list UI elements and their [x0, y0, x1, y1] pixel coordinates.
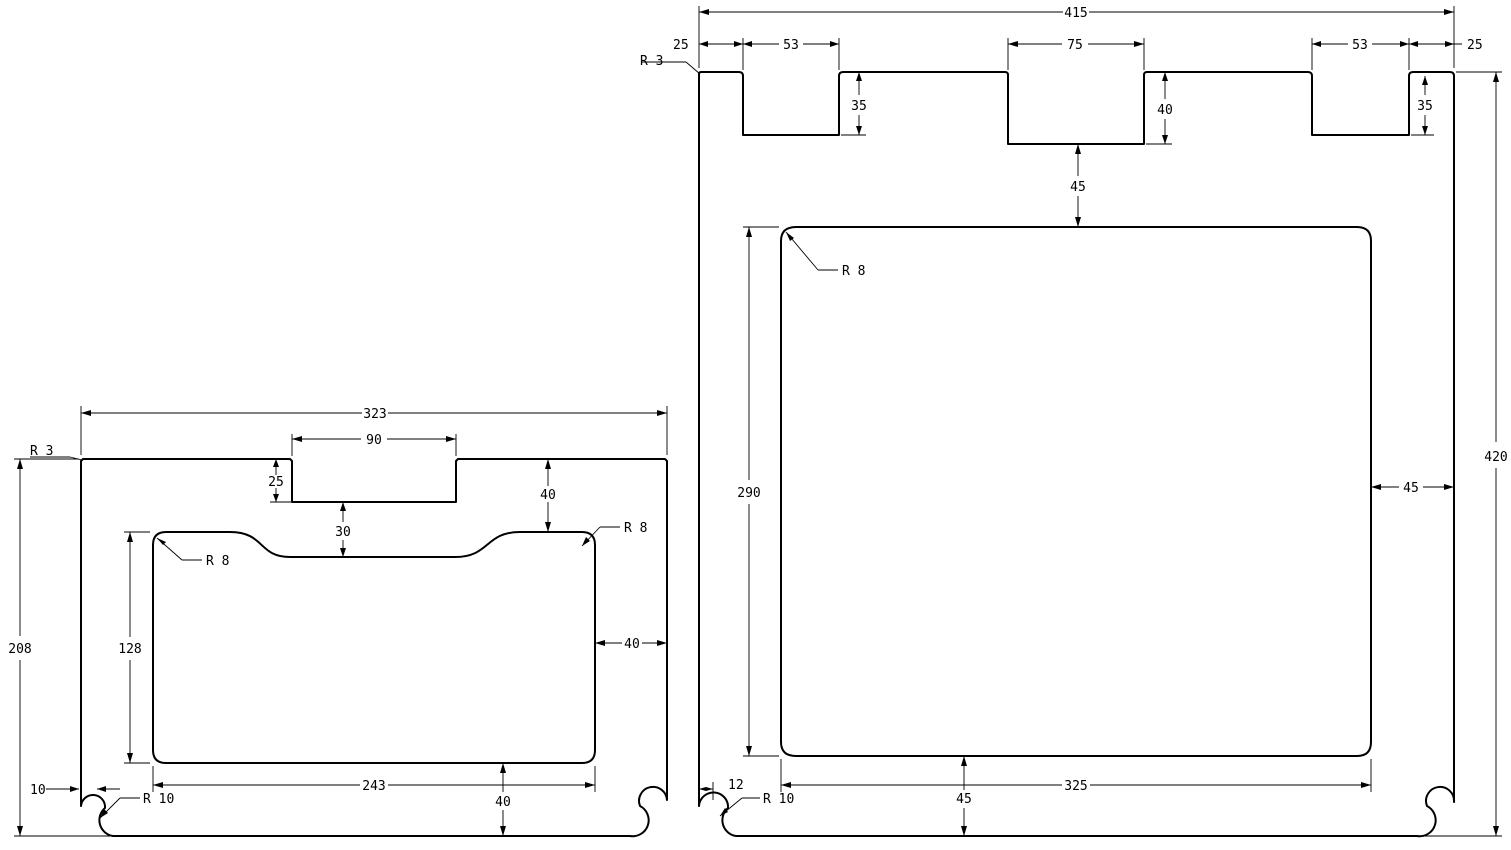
left-overall-width: 323 [363, 407, 386, 422]
right-part-outline [698, 71, 1456, 838]
left-bottom-margin: 40 [495, 795, 511, 810]
left-top-margin: 40 [540, 488, 556, 503]
left-window-height: 128 [118, 642, 141, 657]
right-overall-width: 415 [1064, 6, 1087, 21]
right-slot-to-window: 45 [1070, 180, 1086, 195]
right-slot-right-width: 53 [1352, 38, 1368, 53]
left-slot-depth: 25 [268, 475, 284, 490]
left-slot-width: 90 [366, 433, 382, 448]
left-part: 323 90 R 3 208 25 40 [8, 406, 668, 838]
left-window-radius-left: R 8 [206, 554, 229, 569]
left-overall-height: 208 [8, 642, 31, 657]
right-edge-right: 25 [1467, 38, 1483, 53]
left-window-width: 243 [362, 779, 385, 794]
right-window-width: 325 [1064, 779, 1087, 794]
right-bottom-margin: 45 [956, 792, 972, 807]
left-side-margin: 40 [624, 637, 640, 652]
left-slot-to-window: 30 [335, 525, 351, 540]
left-foot-offset: 10 [30, 783, 46, 798]
right-slot-left-width: 53 [783, 38, 799, 53]
left-window-radius-right: R 8 [624, 521, 647, 536]
right-foot-offset: 12 [728, 778, 744, 793]
right-corner-radius: R 3 [640, 54, 663, 69]
right-slot-right-depth: 35 [1417, 99, 1433, 114]
right-slot-left-depth: 35 [851, 99, 867, 114]
right-window-height: 290 [737, 486, 760, 501]
left-part-window [152, 531, 596, 764]
right-window-radius: R 8 [842, 264, 865, 279]
right-overall-height: 420 [1484, 450, 1507, 465]
left-foot-radius: R 10 [143, 792, 174, 807]
right-side-margin: 45 [1403, 481, 1419, 496]
left-part-outline [80, 458, 668, 838]
right-foot-radius: R 10 [763, 792, 794, 807]
right-part-window [780, 226, 1372, 757]
right-edge-left: 25 [673, 38, 689, 53]
left-corner-radius: R 3 [30, 444, 53, 459]
right-slot-center-depth: 40 [1157, 103, 1173, 118]
right-part: 415 25 53 75 53 25 [640, 6, 1508, 838]
right-slot-center-width: 75 [1067, 38, 1083, 53]
